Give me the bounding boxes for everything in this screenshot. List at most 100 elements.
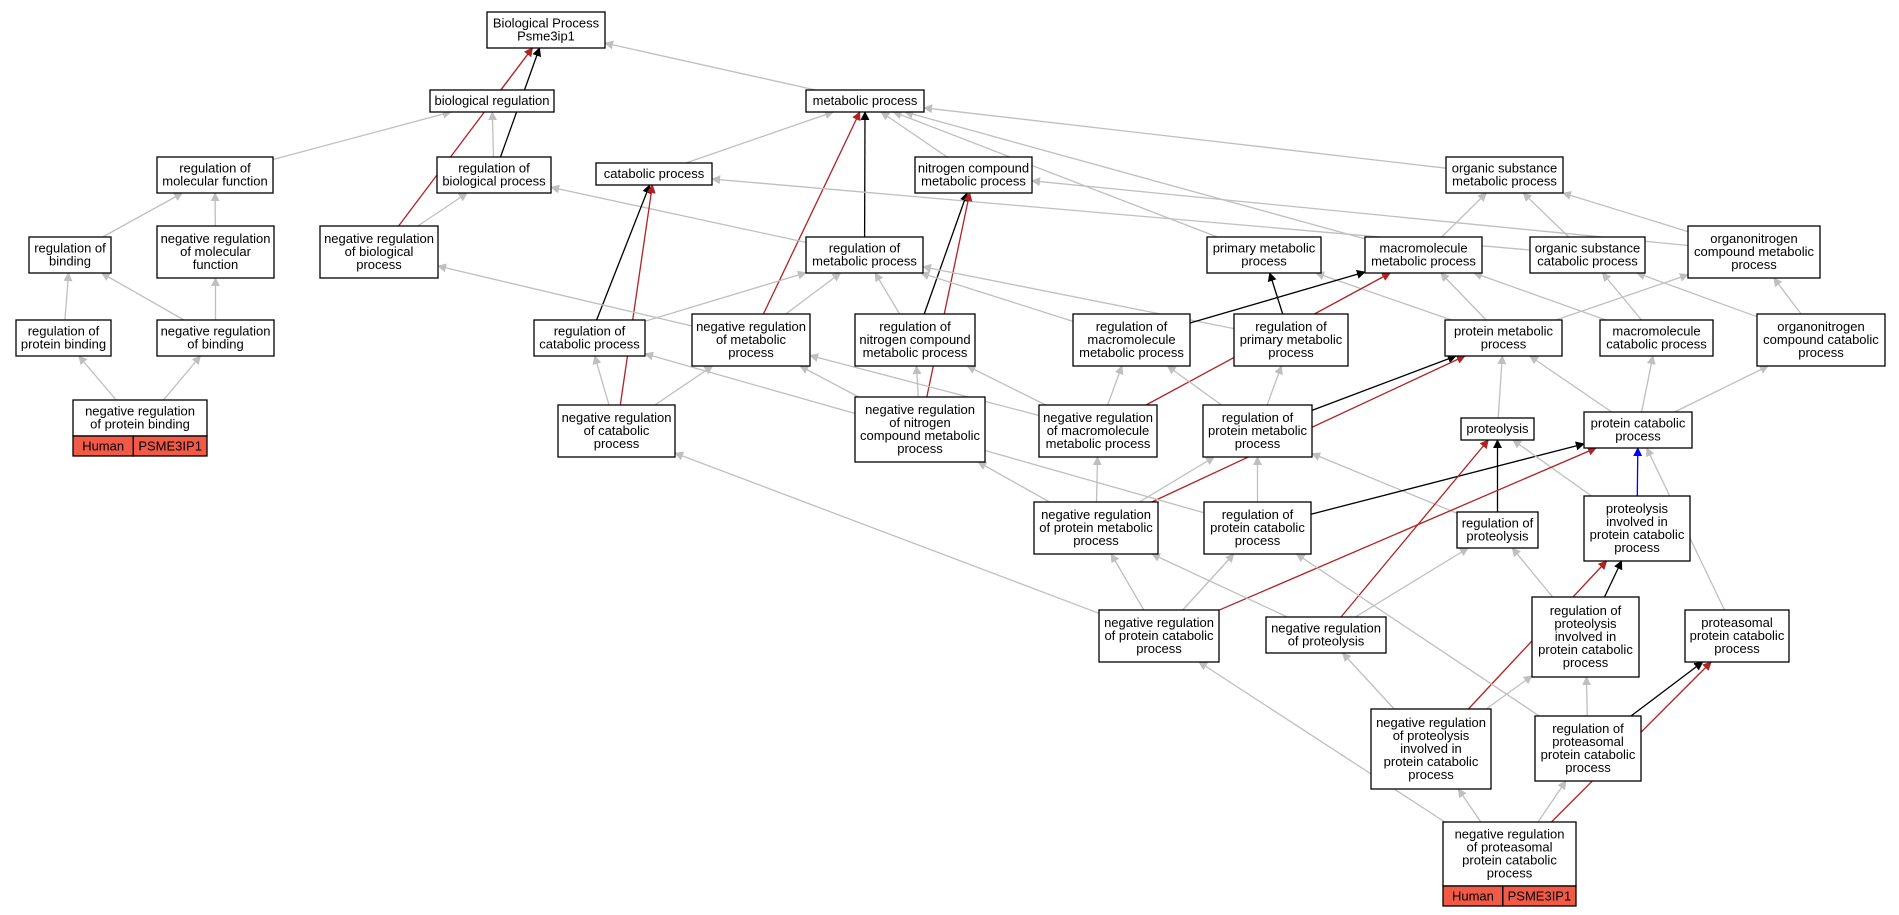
node-label-line: negative regulation: [324, 231, 434, 246]
node-box: [691, 313, 811, 367]
node-label-line: of protein metabolic: [1039, 520, 1153, 535]
node-label-line: proteasomal: [1701, 615, 1773, 630]
edge-red: [762, 111, 861, 315]
node-label-line: biological regulation: [435, 93, 550, 108]
node-label-line: involved in: [1606, 514, 1667, 529]
edge-gray: [809, 353, 1040, 417]
edge-black: [1630, 661, 1704, 717]
edge-gray: [417, 192, 468, 227]
edge-gray: [654, 365, 714, 406]
edge-gray: [1110, 553, 1145, 611]
edge-gray: [912, 365, 922, 398]
edges-layer: [63, 40, 1802, 823]
node-label-line: regulation of: [879, 319, 951, 334]
node-label-line: metabolic process: [1452, 174, 1557, 189]
node-box: [805, 89, 925, 113]
node-label-line: metabolic process: [812, 254, 917, 269]
node-label-line: negative regulation: [865, 402, 975, 417]
node-label-line: protein catabolic: [1538, 642, 1633, 657]
go-node-catab[interactable]: catabolic process: [595, 162, 713, 186]
node-box: [1456, 511, 1539, 549]
go-node-proteolysis[interactable]: proteolysis: [1460, 417, 1535, 441]
node-box: [914, 156, 1033, 194]
node-box: [1202, 404, 1313, 458]
node-label-line: process: [1563, 655, 1609, 670]
go-node-metab[interactable]: metabolic process: [805, 89, 925, 113]
edge-gray: [874, 272, 901, 315]
node-label-line: protein catabolic: [1591, 416, 1686, 431]
node-label-line: protein catabolic: [1384, 754, 1479, 769]
node-label-line: process: [594, 436, 640, 451]
node-box: [1756, 313, 1886, 367]
edge-gray: [1640, 355, 1656, 413]
node-box: [436, 156, 552, 194]
node-label-line: process: [1136, 641, 1182, 656]
node-label-line: macromolecule: [1087, 332, 1175, 347]
node-box: [486, 11, 606, 49]
edge-gray: [1315, 271, 1452, 321]
edge-gray: [1529, 355, 1613, 413]
node-box: [1038, 404, 1158, 458]
node-label-line: of proteolysis: [1288, 634, 1365, 649]
edge-gray: [1311, 452, 1458, 514]
edge-red: [1340, 439, 1489, 618]
node-label-line: compound catabolic: [1763, 332, 1879, 347]
node-label-line: process: [1481, 337, 1527, 352]
node-label-line: regulation of: [458, 161, 530, 176]
go-node-bioreg[interactable]: biological regulation: [429, 89, 555, 113]
node-box: [1203, 501, 1312, 555]
edge-gray: [592, 355, 610, 406]
edge-gray: [644, 270, 807, 322]
node-label-line: process: [1731, 257, 1777, 272]
node-label-line: macromolecule: [1612, 324, 1700, 339]
edge-gray: [1512, 439, 1592, 497]
edge-gray: [880, 111, 948, 158]
node-label-line: of proteasomal: [1467, 840, 1553, 855]
node-box: [1098, 609, 1220, 663]
node-label-line: organonitrogen: [1777, 319, 1864, 334]
edge-gray: [63, 272, 73, 321]
node-box: [805, 236, 924, 274]
edge-black: [1267, 272, 1284, 315]
